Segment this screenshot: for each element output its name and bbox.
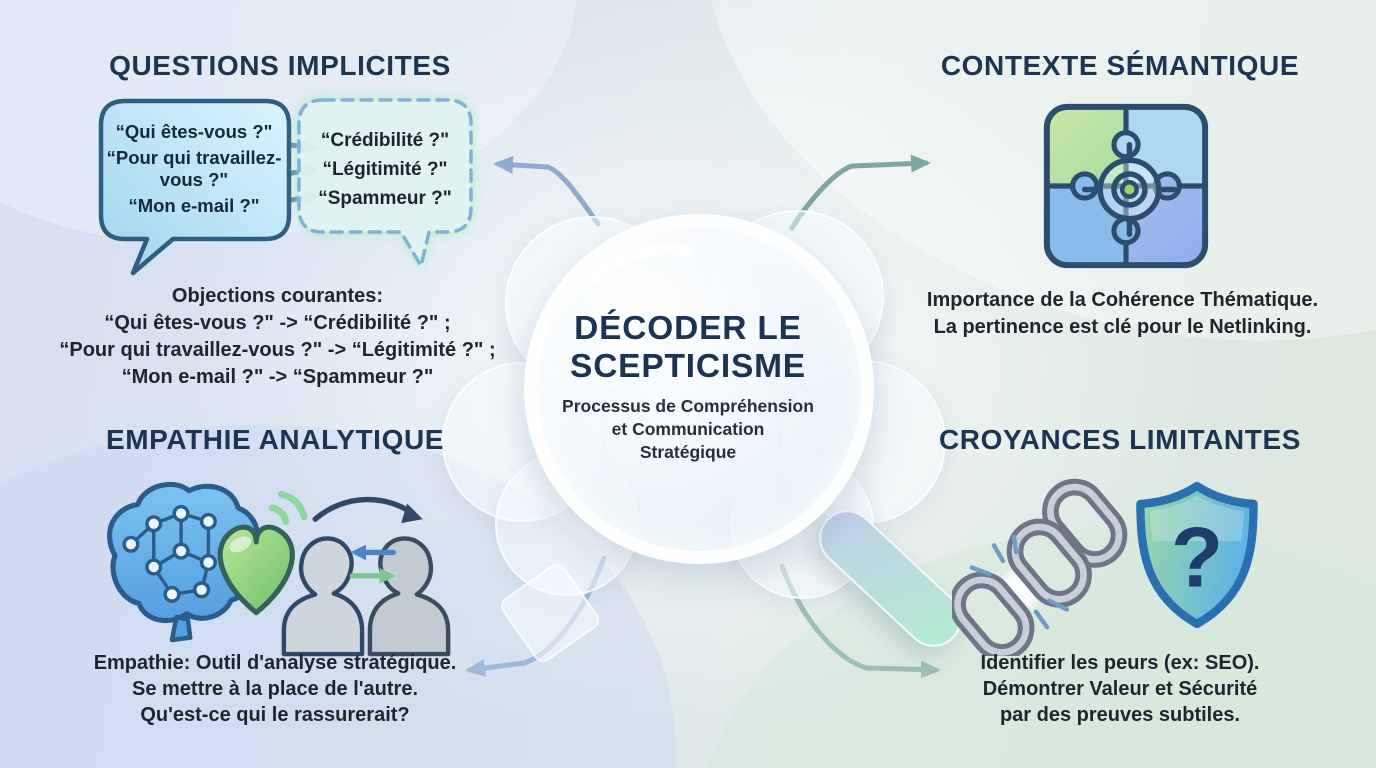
note-croyances-limitantes: Identifier les peurs (ex: SEO). Démontre…	[980, 652, 1260, 726]
connector-arrow-top-left	[493, 155, 601, 227]
note-questions-implicites: Objections courantes: “Qui êtes-vous ?" …	[59, 285, 496, 388]
brain-heart-icon	[107, 481, 308, 643]
brain-shape	[107, 481, 260, 643]
note-empathie-analytique: Empathie: Outil d'analyse stratégique. S…	[93, 652, 457, 726]
solid-speech-bubble-icon	[98, 98, 292, 276]
center-text-block: DÉCODER LE SCEPTICISME Processus de Comp…	[552, 310, 824, 464]
exchange-arrows	[312, 496, 423, 584]
broken-chain-icon	[952, 478, 1128, 656]
puzzle-target-icon	[1043, 103, 1209, 269]
person-left	[281, 536, 365, 657]
quadrant-title-empathie-analytique: EMPATHIE ANALYTIQUE	[105, 424, 445, 455]
person-right	[367, 536, 451, 657]
people-exchange-icon	[281, 496, 451, 657]
shield-question-icon: ?	[1136, 481, 1258, 629]
signal-waves	[268, 490, 308, 525]
quadrant-title-croyances-limitantes: CROYANCES LIMITANTES	[938, 424, 1302, 455]
main-subtitle: Processus de Compréhension et Communicat…	[562, 396, 814, 462]
target-crosshair	[1081, 141, 1177, 237]
question-mark: ?	[1171, 511, 1223, 606]
dashed-bubble-text: “Crédibilité ?" “Légitimité ?" “Spammeur…	[318, 130, 452, 209]
heart-shape	[217, 524, 295, 616]
quadrant-title-contexte-semantique: CONTEXTE SÉMANTIQUE	[940, 50, 1300, 81]
solid-bubble-text: “Qui êtes-vous ?" “Pour qui travaillez-v…	[106, 121, 282, 216]
break-sparks	[969, 534, 1070, 630]
main-title: DÉCODER LE SCEPTICISME	[570, 310, 806, 385]
note-contexte-semantique: Importance de la Cohérence Thématique. L…	[926, 289, 1319, 338]
quadrant-title-questions-implicites: QUESTIONS IMPLICITES	[109, 50, 451, 81]
dashed-speech-bubble-icon	[297, 98, 473, 268]
